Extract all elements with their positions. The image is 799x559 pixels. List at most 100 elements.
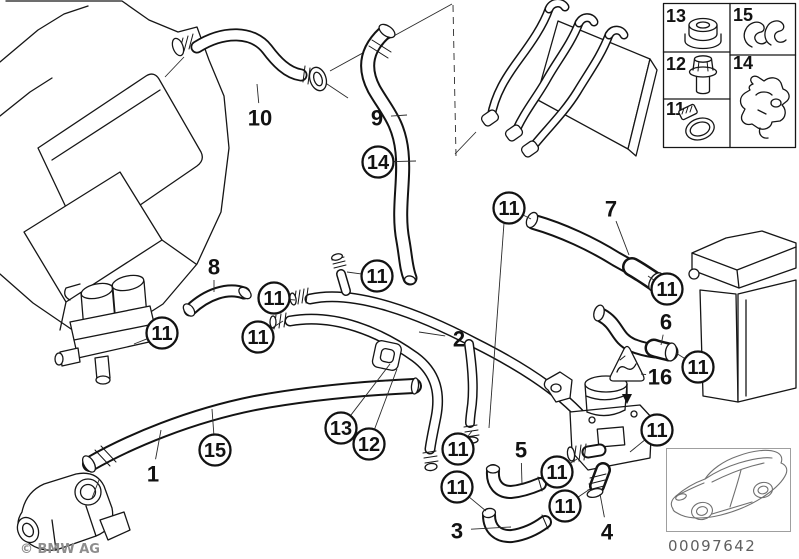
callout-circle [198,433,232,467]
callout-circle [548,489,582,523]
callout-number: 12 [358,434,380,456]
part-label-number: 7 [605,197,617,222]
callout-circle [681,350,715,384]
leader-line [615,220,630,256]
part-label-number: 10 [248,106,272,131]
callout-11[interactable]: 11 [440,470,474,504]
part-label-number: 5 [515,438,527,463]
assembly-lines [91,56,505,499]
hose-3 [481,507,552,544]
callout-circle [145,316,179,350]
legend-number-14[interactable]: 14 [733,53,753,73]
callout-13[interactable]: 13 [324,411,358,445]
label-9[interactable]: 9 [371,106,383,131]
legend-number-12[interactable]: 12 [666,54,686,74]
engine-block [0,0,230,332]
callout-circle [257,281,291,315]
leader-line [211,408,215,435]
callout-11[interactable]: 11 [650,272,684,306]
grommet-icon [684,17,722,50]
callout-15[interactable]: 15 [198,433,232,467]
hose-6 [593,304,679,362]
leader-layer [133,83,685,530]
callout-number: 14 [367,152,390,174]
label-3[interactable]: 3 [451,519,463,544]
callout-number: 11 [498,198,519,220]
callout-11[interactable]: 11 [360,259,394,293]
hose-8 [182,284,252,317]
callout-11[interactable]: 11 [681,350,715,384]
callout-11[interactable]: 11 [548,489,582,523]
heater-core [480,0,658,158]
leader-line [133,338,148,345]
callout-number: 11 [247,327,268,349]
bmw-watermark: © BMW AG [20,542,100,557]
warning-triangle [609,345,645,404]
callout-11[interactable]: 11 [257,281,291,315]
leader-line [570,458,578,464]
callout-11[interactable]: 11 [241,320,275,354]
leader-line [640,373,647,375]
callout-number: 11 [263,288,284,310]
pipe-bracket-grommet [371,340,402,371]
callout-11[interactable]: 11 [640,413,674,447]
callout-circle [324,411,358,445]
leader-line [390,114,408,117]
callout-11[interactable]: 11 [540,455,574,489]
callout-11[interactable]: 11 [441,432,475,466]
callout-number: 11 [151,323,172,345]
label-2[interactable]: 2 [453,327,465,352]
part-label-number: 1 [147,462,159,487]
callout-12[interactable]: 12 [352,427,386,461]
leader-line [599,493,605,518]
leader-line [418,331,446,337]
hose-7 [525,211,664,292]
callout-14[interactable]: 14 [361,145,395,179]
car-outline [670,449,788,521]
leader-line [523,214,532,220]
hose-5 [485,464,547,499]
leader-line [469,496,487,512]
leader-line [647,275,655,281]
leader-line [629,439,645,453]
callout-number: 11 [554,496,575,518]
part-label-number: 6 [660,310,672,335]
callout-number: 13 [330,418,352,440]
hot-warning-icon [616,363,637,373]
callout-11[interactable]: 11 [145,316,179,350]
part-label-number: 2 [453,327,465,352]
callout-circle [241,320,275,354]
label-4[interactable]: 4 [601,520,614,545]
callout-circle [352,427,386,461]
part-label-number: 4 [601,520,614,545]
label-1[interactable]: 1 [147,462,159,487]
label-7[interactable]: 7 [605,197,617,222]
leader-line [346,271,362,275]
leader-line [470,526,512,530]
callout-number: 11 [446,477,467,499]
legend-number-13[interactable]: 13 [666,6,686,26]
callout-circle [492,191,526,225]
leader-line [271,320,284,329]
label-5[interactable]: 5 [515,438,527,463]
dual-water-valve [54,274,159,385]
label-16[interactable]: 16 [648,365,672,390]
leader-line [256,83,260,104]
callout-11[interactable]: 11 [492,191,526,225]
leader-line [393,160,417,163]
leader-line [520,462,523,486]
hose-clamp-icon [678,103,715,141]
part-label-number: 8 [208,255,220,280]
fastener-legend: 13 15 12 14 11 [662,2,797,149]
label-6[interactable]: 6 [660,310,672,335]
car-thumbnail: 00097642 [666,448,791,555]
hose-1 [81,377,422,473]
label-10[interactable]: 10 [248,106,272,131]
label-8[interactable]: 8 [208,255,220,280]
auxiliary-water-pump [16,472,131,551]
legend-number-15[interactable]: 15 [733,5,753,25]
callout-circle [440,470,474,504]
leader-line [660,334,664,346]
leader-line [577,488,591,498]
